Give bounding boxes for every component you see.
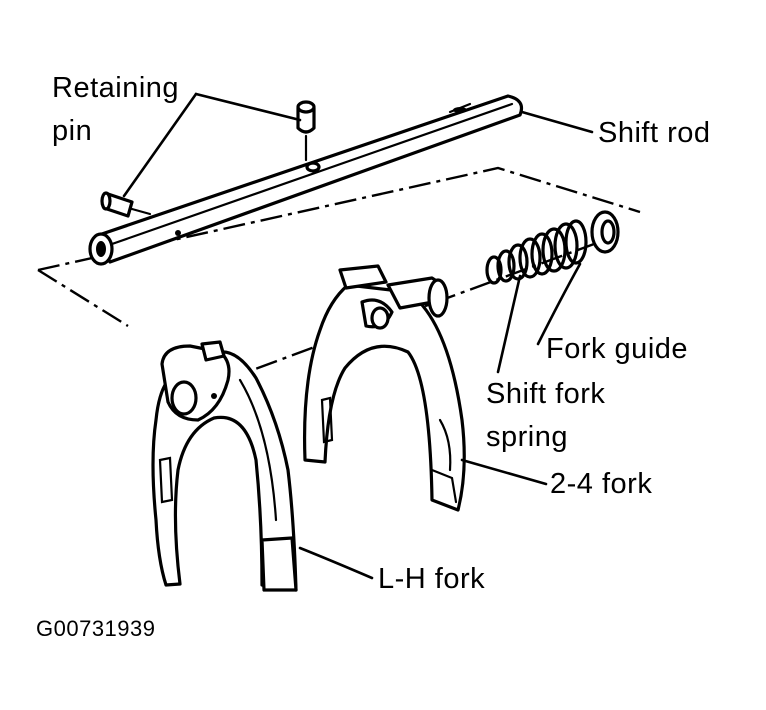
label-fork-guide: Fork guide: [546, 333, 688, 365]
figure-code: G00731939: [36, 616, 156, 641]
fork-guide: [590, 210, 620, 254]
label-shift-fork-spring-line1: Shift fork: [486, 378, 605, 410]
label-2-4-fork: 2-4 fork: [550, 468, 652, 500]
fork-2-4: [302, 264, 466, 512]
label-retaining-pin-line2: pin: [52, 115, 92, 147]
shift-rod: [88, 94, 524, 266]
label-shift-fork-spring-line2: spring: [486, 421, 568, 453]
assembly-plane: [37, 166, 641, 328]
label-lh-fork: L-H fork: [378, 563, 485, 595]
alignment-axis: [184, 238, 606, 397]
leader-lines: [122, 92, 594, 580]
retaining-pin-vertical: [296, 100, 316, 162]
retaining-pin-horizontal: [100, 191, 152, 218]
label-shift-rod: Shift rod: [598, 117, 711, 149]
label-retaining-pin-line1: Retaining: [52, 72, 179, 104]
lh-fork: [151, 340, 298, 592]
